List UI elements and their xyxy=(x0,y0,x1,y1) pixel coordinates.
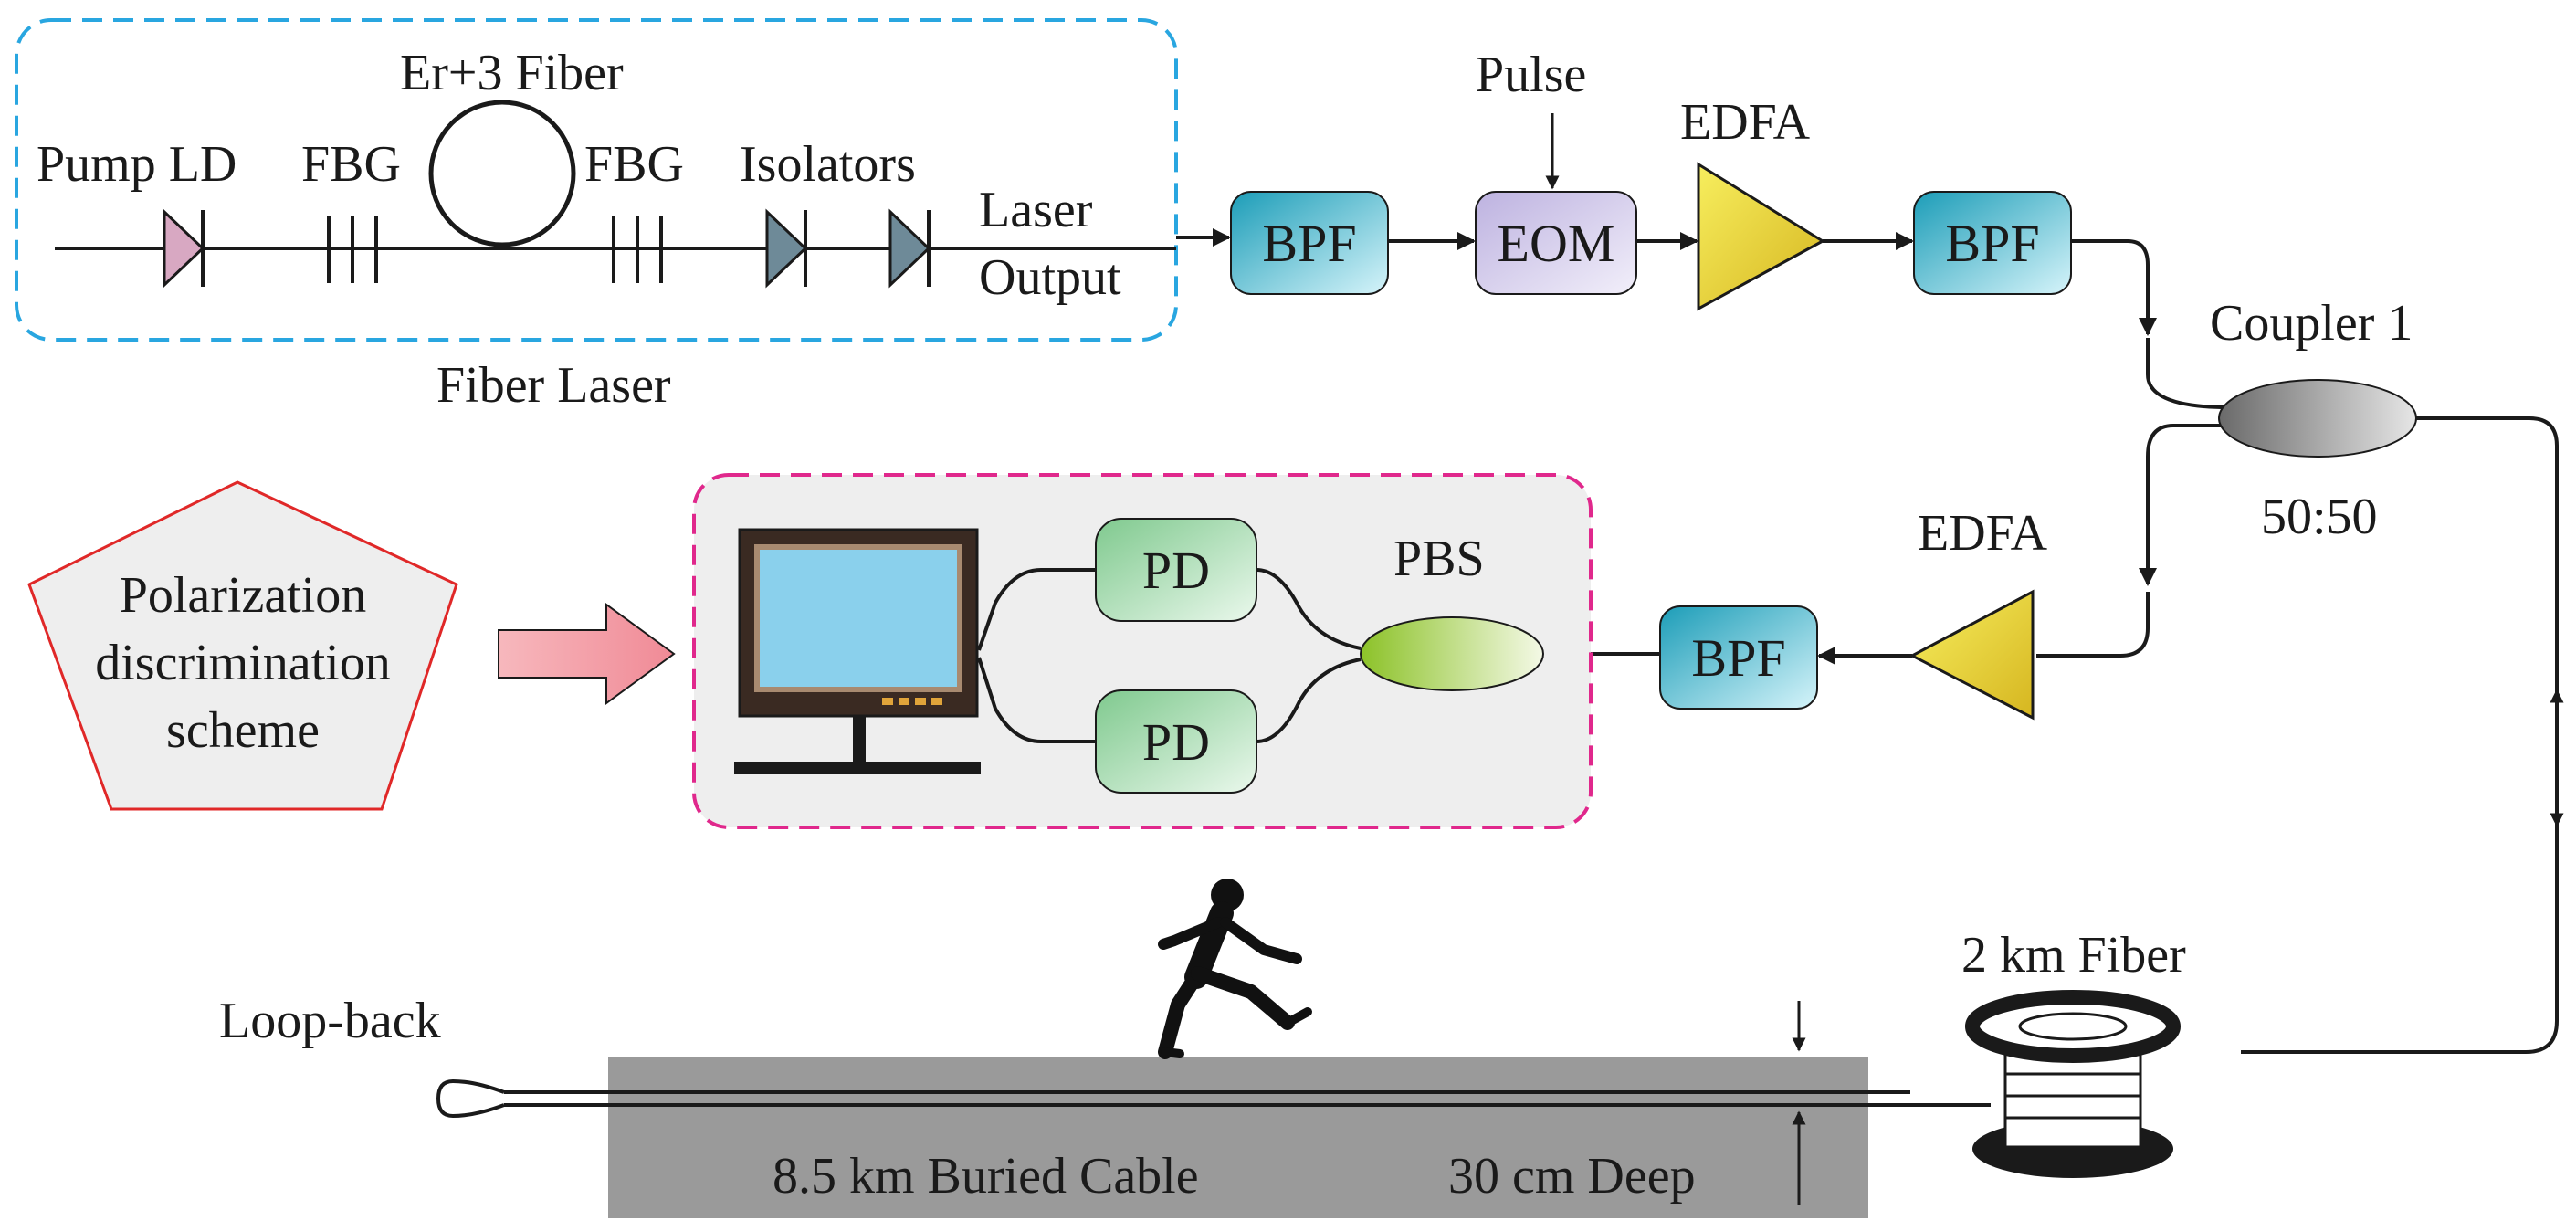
field-section: Loop-back 2 km Fiber 8.5 km Buried Cable… xyxy=(219,879,2186,1218)
fbg-right-icon xyxy=(612,216,663,283)
laser-output-label-2: Output xyxy=(979,249,1121,306)
eom-label: EOM xyxy=(1498,214,1615,273)
coupler-1-icon xyxy=(2218,379,2417,458)
scheme-line-3: scheme xyxy=(166,702,320,759)
bpf-3 xyxy=(1659,605,1818,710)
polarization-scheme-block: Polarization discrimination scheme xyxy=(27,480,676,811)
receiver-chain: EDFA BPF xyxy=(1545,505,2150,721)
bpf-3-label: BPF xyxy=(1691,628,1785,688)
fbg-left-icon xyxy=(327,216,378,283)
isolators-label: Isolators xyxy=(740,136,916,193)
edfa-2-label: EDFA xyxy=(1918,505,2048,562)
pd-1-label: PD xyxy=(1142,541,1210,600)
fiber-laser-boundary xyxy=(15,18,1178,342)
isolator-icon xyxy=(765,208,931,289)
pd-2-label: PD xyxy=(1142,712,1210,772)
loop-back-icon xyxy=(436,1078,505,1119)
pbs-label: PBS xyxy=(1393,531,1485,587)
pump-ld-icon xyxy=(163,208,205,289)
loop-back-label: Loop-back xyxy=(219,993,441,1049)
bpf-2-label: BPF xyxy=(1945,214,2039,273)
receiver-block: PBS PD PD xyxy=(692,473,1593,829)
fiber-spool-label: 2 km Fiber xyxy=(1961,927,2186,984)
pointer-arrow-icon xyxy=(498,603,676,705)
scheme-line-2: discrimination xyxy=(95,635,391,691)
edfa-2-icon xyxy=(1908,589,2035,721)
er-fiber-label: Er+3 Fiber xyxy=(400,45,624,101)
scheme-line-1: Polarization xyxy=(120,567,367,624)
pbs-icon xyxy=(1360,616,1544,691)
polarization-scheme-pentagon xyxy=(27,480,458,811)
buried-cable-label: 8.5 km Buried Cable xyxy=(773,1148,1199,1205)
coupler-1-label: Coupler 1 xyxy=(2210,295,2413,352)
edfa-1-icon xyxy=(1697,162,1825,311)
er-fiber-ring-icon xyxy=(428,100,576,247)
computer-monitor-icon xyxy=(734,528,981,774)
coupler-1: Coupler 1 50:50 xyxy=(2139,295,2564,1054)
fiber-laser-block: Pump LD FBG Er+3 Fiber FBG Isolators Las… xyxy=(15,18,1178,414)
buried-cable-ground xyxy=(608,1057,1868,1218)
pulse-label: Pulse xyxy=(1476,47,1586,103)
pump-ld-label: Pump LD xyxy=(37,136,237,193)
fbg-left-label: FBG xyxy=(301,136,401,193)
coupler-ratio-label: 50:50 xyxy=(2261,489,2378,545)
fiber-laser-title: Fiber Laser xyxy=(436,357,671,414)
laser-output-label-1: Laser xyxy=(979,182,1093,238)
edfa-1-label: EDFA xyxy=(1680,94,1811,151)
fbg-right-label: FBG xyxy=(584,136,684,193)
bpf-1-label: BPF xyxy=(1262,214,1356,273)
fiber-spool-icon xyxy=(1965,990,2181,1178)
depth-label: 30 cm Deep xyxy=(1448,1148,1696,1205)
running-person-icon xyxy=(1158,879,1312,1059)
top-signal-chain: BPF Pulse EOM EDFA BPF xyxy=(1176,47,2157,336)
